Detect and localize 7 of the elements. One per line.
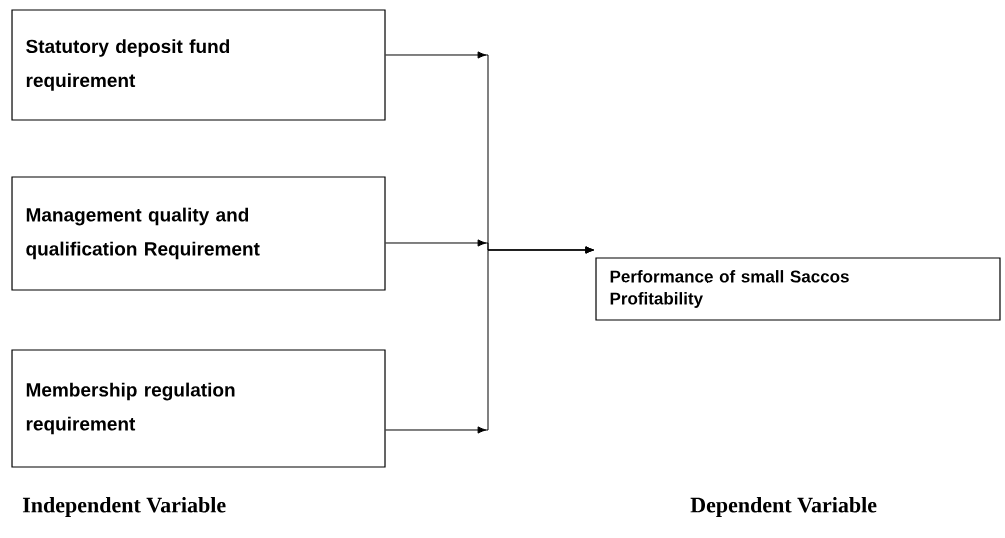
variable-box: Performance of small Saccos Profitability bbox=[595, 257, 1001, 321]
variable-box: Membership regulation requirement bbox=[11, 349, 386, 468]
variable-box: Management quality and qualification Requirement bbox=[11, 176, 386, 291]
variable-box: Statutory deposit fund requirement bbox=[11, 9, 386, 121]
axis-caption: Independent Variable bbox=[22, 497, 226, 517]
axis-caption: Dependent Variable bbox=[690, 497, 877, 517]
arrow bbox=[385, 246, 594, 434]
